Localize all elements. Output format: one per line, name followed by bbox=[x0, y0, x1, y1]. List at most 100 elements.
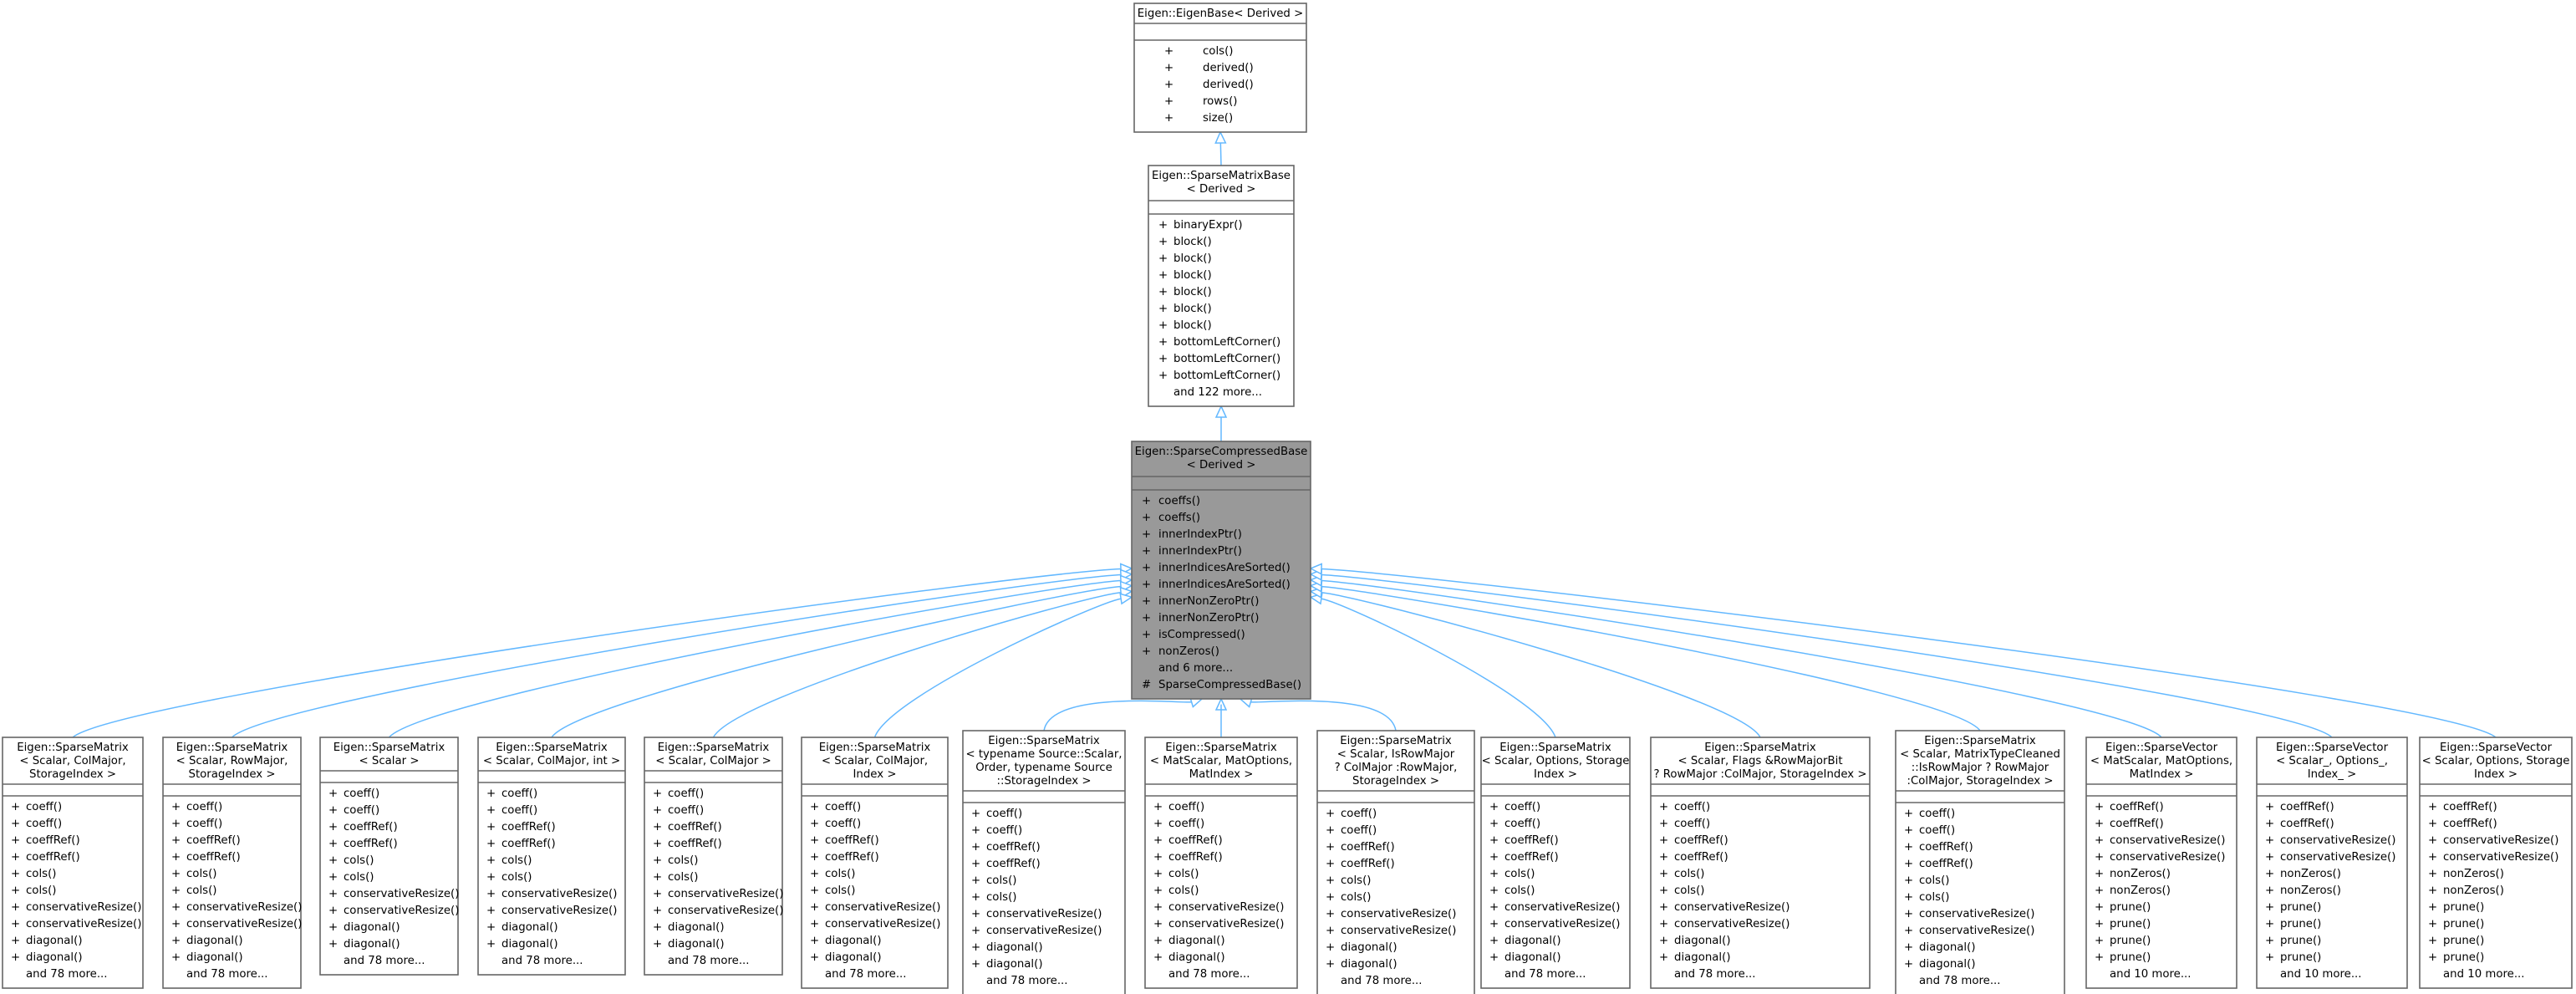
visibility-marker: + bbox=[11, 851, 20, 864]
visibility-marker: + bbox=[653, 905, 662, 917]
class-node-c13[interactable]: Eigen::SparseVector< MatScalar, MatOptio… bbox=[2085, 737, 2237, 989]
class-title: MatIndex > bbox=[1189, 768, 1254, 781]
member-function: conservativeResize() bbox=[1341, 908, 1456, 920]
visibility-marker: + bbox=[11, 918, 20, 930]
visibility-marker: + bbox=[971, 841, 980, 854]
member-function: cols() bbox=[1504, 884, 1535, 897]
visibility-marker: + bbox=[1659, 901, 1668, 914]
visibility-marker: + bbox=[171, 918, 181, 930]
class-title: Eigen::SparseMatrix bbox=[988, 735, 1100, 747]
class-title: Index > bbox=[1534, 768, 1577, 781]
class-box bbox=[1131, 441, 1311, 700]
visibility-marker: + bbox=[653, 854, 662, 867]
class-node-c1[interactable]: Eigen::SparseMatrix< Scalar, ColMajor,St… bbox=[2, 737, 144, 989]
visibility-marker: + bbox=[1659, 884, 1668, 897]
visibility-marker: + bbox=[1153, 834, 1163, 847]
visibility-marker: + bbox=[1326, 891, 1335, 904]
visibility-marker: + bbox=[328, 871, 338, 884]
visibility-marker: + bbox=[810, 918, 819, 930]
visibility-marker: + bbox=[2428, 884, 2437, 897]
member-function: cols() bbox=[986, 891, 1016, 904]
member-function: conservativeResize() bbox=[668, 888, 783, 900]
class-title: < Derived > bbox=[1187, 183, 1256, 196]
member-function: cols() bbox=[668, 871, 698, 884]
class-box bbox=[644, 737, 783, 976]
visibility-marker: + bbox=[1153, 884, 1163, 897]
member-function: conservativeResize() bbox=[1341, 925, 1456, 937]
visibility-marker: + bbox=[171, 901, 181, 914]
visibility-marker: + bbox=[1904, 824, 1913, 837]
class-node-c8[interactable]: Eigen::SparseMatrix< MatScalar, MatOptio… bbox=[1144, 737, 1298, 989]
visibility-marker: + bbox=[171, 884, 181, 897]
visibility-marker: + bbox=[1158, 252, 1168, 265]
class-title: Eigen::SparseMatrixBase bbox=[1152, 170, 1291, 182]
member-function: conservativeResize() bbox=[186, 901, 302, 914]
visibility-marker: + bbox=[810, 868, 819, 880]
class-node-c12[interactable]: Eigen::SparseMatrix< Scalar, MatrixTypeC… bbox=[1895, 730, 2065, 994]
member-function: conservativeResize() bbox=[1168, 918, 1284, 930]
class-node-sparsematrixbase[interactable]: Eigen::SparseMatrixBase< Derived >+binar… bbox=[1148, 165, 1295, 407]
visibility-marker: + bbox=[971, 958, 980, 971]
class-node-c9[interactable]: Eigen::SparseMatrix< Scalar, IsRowMajor?… bbox=[1316, 730, 1475, 994]
visibility-marker: + bbox=[11, 834, 20, 847]
member-function: coeffRef() bbox=[668, 838, 722, 850]
inheritance-edge bbox=[1321, 579, 2162, 738]
class-node-c3[interactable]: Eigen::SparseMatrix< Scalar >+coeff()+co… bbox=[319, 737, 459, 976]
visibility-marker: + bbox=[2428, 868, 2437, 880]
class-node-c5[interactable]: Eigen::SparseMatrix< Scalar, ColMajor >+… bbox=[644, 737, 783, 976]
class-node-c6[interactable]: Eigen::SparseMatrix< Scalar, ColMajor,In… bbox=[801, 737, 949, 989]
member-function: coeff() bbox=[344, 788, 379, 800]
class-node-c14[interactable]: Eigen::SparseVector< Scalar_, Options_,I… bbox=[2256, 737, 2408, 989]
visibility-marker: + bbox=[11, 818, 20, 830]
class-node-c7[interactable]: Eigen::SparseMatrix< typename Source::Sc… bbox=[962, 730, 1126, 994]
class-title: Eigen::SparseVector bbox=[2440, 742, 2553, 754]
visibility-marker: + bbox=[971, 941, 980, 954]
visibility-marker: + bbox=[2428, 951, 2437, 964]
member-function: coeffRef() bbox=[2110, 818, 2164, 830]
member-function: cols() bbox=[1919, 874, 1949, 887]
member-function: conservativeResize() bbox=[1674, 918, 1789, 930]
class-node-c15[interactable]: Eigen::SparseVector< Scalar, Options, St… bbox=[2419, 737, 2573, 989]
member-function: coeffRef() bbox=[2443, 818, 2497, 830]
member-function: diagonal() bbox=[668, 921, 725, 934]
member-function: block() bbox=[1173, 252, 1212, 265]
member-function: coeffRef() bbox=[1674, 834, 1728, 847]
member-function: coeff() bbox=[1919, 824, 1955, 837]
inheritance-arrowhead bbox=[1214, 130, 1227, 144]
member-function: conservativeResize() bbox=[986, 908, 1102, 920]
member-function: nonZeros() bbox=[2110, 884, 2171, 897]
class-title: StorageIndex > bbox=[1352, 775, 1439, 788]
member-function: conservativeResize() bbox=[986, 925, 1102, 937]
visibility-marker: + bbox=[1489, 801, 1499, 813]
visibility-marker: + bbox=[1153, 935, 1163, 947]
class-box bbox=[2256, 737, 2408, 989]
class-node-c4[interactable]: Eigen::SparseMatrix< Scalar, ColMajor, i… bbox=[477, 737, 626, 976]
class-node-eigenbase[interactable]: Eigen::EigenBase< Derived >+cols()+deriv… bbox=[1133, 3, 1307, 133]
class-node-c11[interactable]: Eigen::SparseMatrix< Scalar, Flags &RowM… bbox=[1650, 737, 1871, 989]
visibility-marker: + bbox=[1326, 908, 1335, 920]
class-node-sparsecompressedbase[interactable]: Eigen::SparseCompressedBase< Derived >+c… bbox=[1131, 441, 1311, 700]
visibility-marker: + bbox=[2265, 884, 2274, 897]
visibility-marker: + bbox=[1142, 579, 1151, 591]
visibility-marker: + bbox=[1904, 941, 1913, 954]
visibility-marker: + bbox=[1158, 286, 1168, 298]
visibility-marker: + bbox=[328, 788, 338, 800]
member-function: coeffRef() bbox=[986, 858, 1041, 870]
class-box bbox=[1148, 165, 1295, 407]
class-title: :ColMajor, StorageIndex > bbox=[1907, 775, 2054, 788]
class-node-c10[interactable]: Eigen::SparseMatrix< Scalar, Options, St… bbox=[1480, 737, 1631, 989]
member-function: coeffRef() bbox=[26, 851, 80, 864]
visibility-marker: + bbox=[653, 804, 662, 817]
visibility-marker: # bbox=[1142, 679, 1151, 691]
member-function: coeff() bbox=[1504, 801, 1540, 813]
member-function: diagonal() bbox=[1504, 935, 1561, 947]
member-function: coeff() bbox=[1674, 818, 1710, 830]
visibility-marker: + bbox=[2428, 834, 2437, 847]
class-node-c2[interactable]: Eigen::SparseMatrix< Scalar, RowMajor,St… bbox=[162, 737, 302, 989]
member-function: cols() bbox=[1504, 868, 1535, 880]
visibility-marker: + bbox=[1904, 874, 1913, 887]
more-members-link: and 6 more... bbox=[1158, 662, 1233, 675]
inheritance-edges bbox=[72, 130, 2497, 738]
class-title: < Scalar, MatrixTypeCleaned bbox=[1900, 748, 2060, 761]
member-function: diagonal() bbox=[1341, 941, 1397, 954]
